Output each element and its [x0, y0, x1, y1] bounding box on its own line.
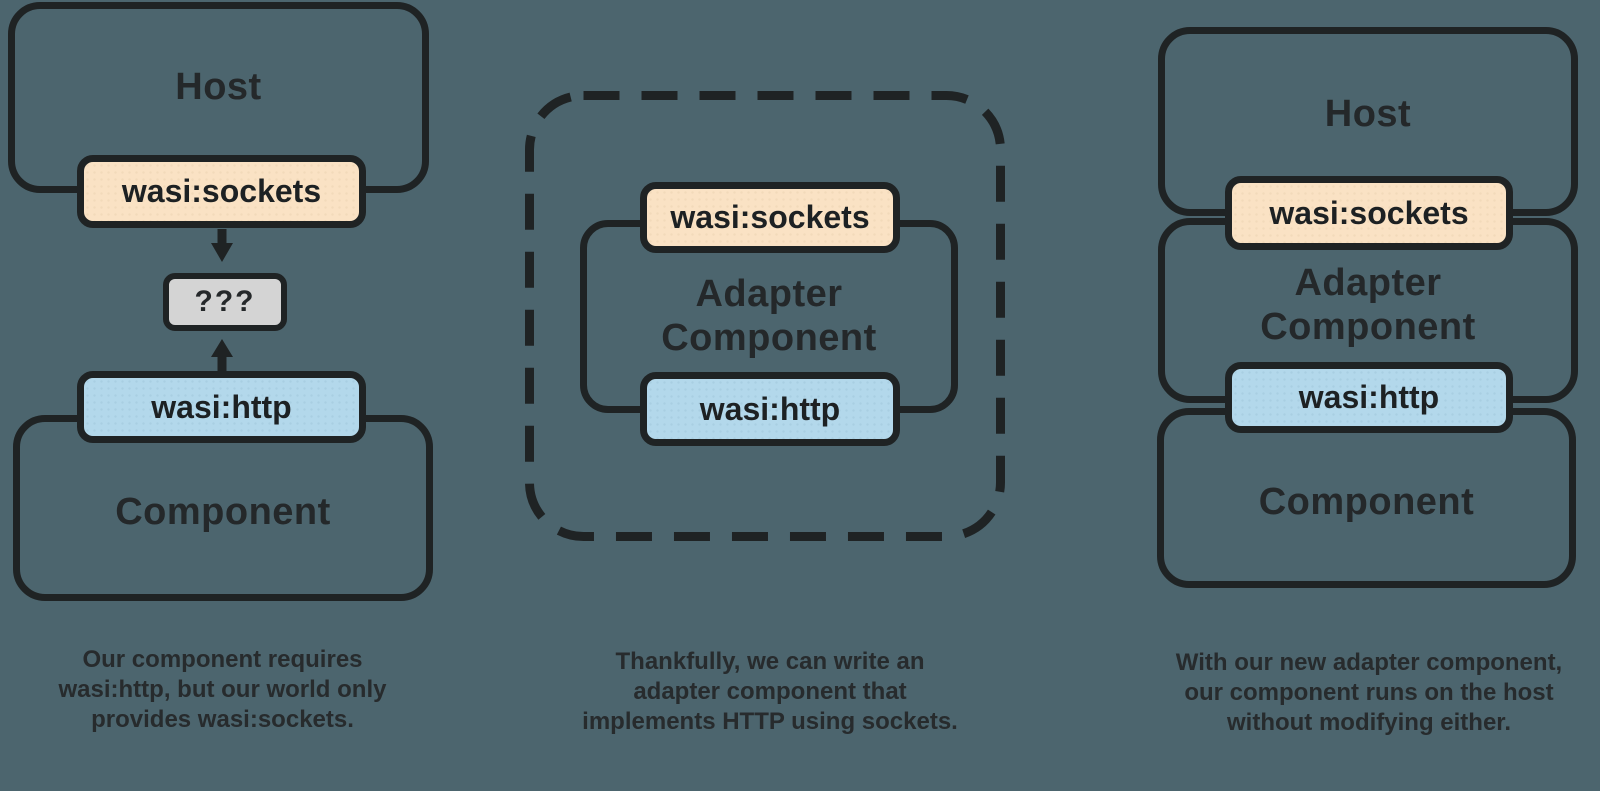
adapter-label-line: Component — [1260, 306, 1476, 348]
caption-line: adapter component that — [633, 678, 907, 705]
caption-line: Our component requires — [82, 646, 363, 673]
wasi-http-badge: wasi:http — [77, 371, 366, 443]
wasi-sockets-badge: wasi:sockets — [77, 155, 366, 228]
problem-caption: Our component requires wasi:http, but ou… — [0, 645, 445, 735]
mystery-box-label: ??? — [194, 285, 256, 318]
arrow-down-icon — [207, 228, 237, 269]
wasi-http-badge-label: wasi:http — [1298, 379, 1440, 415]
dashed-boundary-box — [524, 90, 1006, 547]
host-label: Host — [1324, 93, 1412, 135]
adapter-label-line: Adapter — [695, 273, 843, 315]
adapter-component-label: Adapter Component — [1158, 261, 1578, 349]
caption-line: wasi:http, but our world only — [58, 676, 387, 703]
adapter-label-line: Adapter — [1294, 262, 1442, 304]
arrow-up-icon — [207, 337, 237, 378]
adapter-component-label: Adapter Component — [580, 272, 958, 360]
caption-line: provides wasi:sockets. — [91, 706, 354, 733]
component-label: Component — [1258, 481, 1475, 523]
caption-line: Thankfully, we can write an — [615, 648, 925, 675]
wasi-sockets-badge-label: wasi:sockets — [670, 199, 870, 235]
wasi-sockets-badge-label: wasi:sockets — [1269, 194, 1469, 231]
caption-line: With our new adapter component, — [1175, 649, 1563, 676]
host-label: Host — [175, 66, 262, 108]
caption-line: without modifying either. — [1227, 709, 1511, 736]
solution-panel: Host Adapter Component Component wasi:so… — [1130, 0, 1600, 791]
adapter-caption: Thankfully, we can write an adapter comp… — [520, 647, 1020, 737]
caption-line: implements HTTP using sockets. — [582, 708, 958, 735]
wasi-sockets-badge: wasi:sockets — [640, 182, 900, 253]
problem-panel: Host wasi:sockets ??? wasi:http Componen… — [0, 0, 470, 791]
wasi-http-badge-label: wasi:http — [699, 390, 841, 427]
component-label: Component — [115, 491, 331, 533]
wasi-sockets-badge: wasi:sockets — [1225, 176, 1513, 250]
wasi-sockets-badge-label: wasi:sockets — [121, 173, 322, 209]
solution-caption: With our new adapter component, our comp… — [1134, 648, 1600, 738]
adapter-label-line: Component — [661, 317, 877, 359]
wasi-http-badge: wasi:http — [640, 372, 900, 446]
caption-line: our component runs on the host — [1184, 679, 1554, 706]
mystery-box: ??? — [163, 273, 287, 331]
wasi-http-badge-label: wasi:http — [151, 388, 292, 425]
adapter-panel: wasi:sockets Adapter Component wasi:http… — [500, 0, 1050, 791]
wasi-http-badge: wasi:http — [1225, 362, 1513, 433]
